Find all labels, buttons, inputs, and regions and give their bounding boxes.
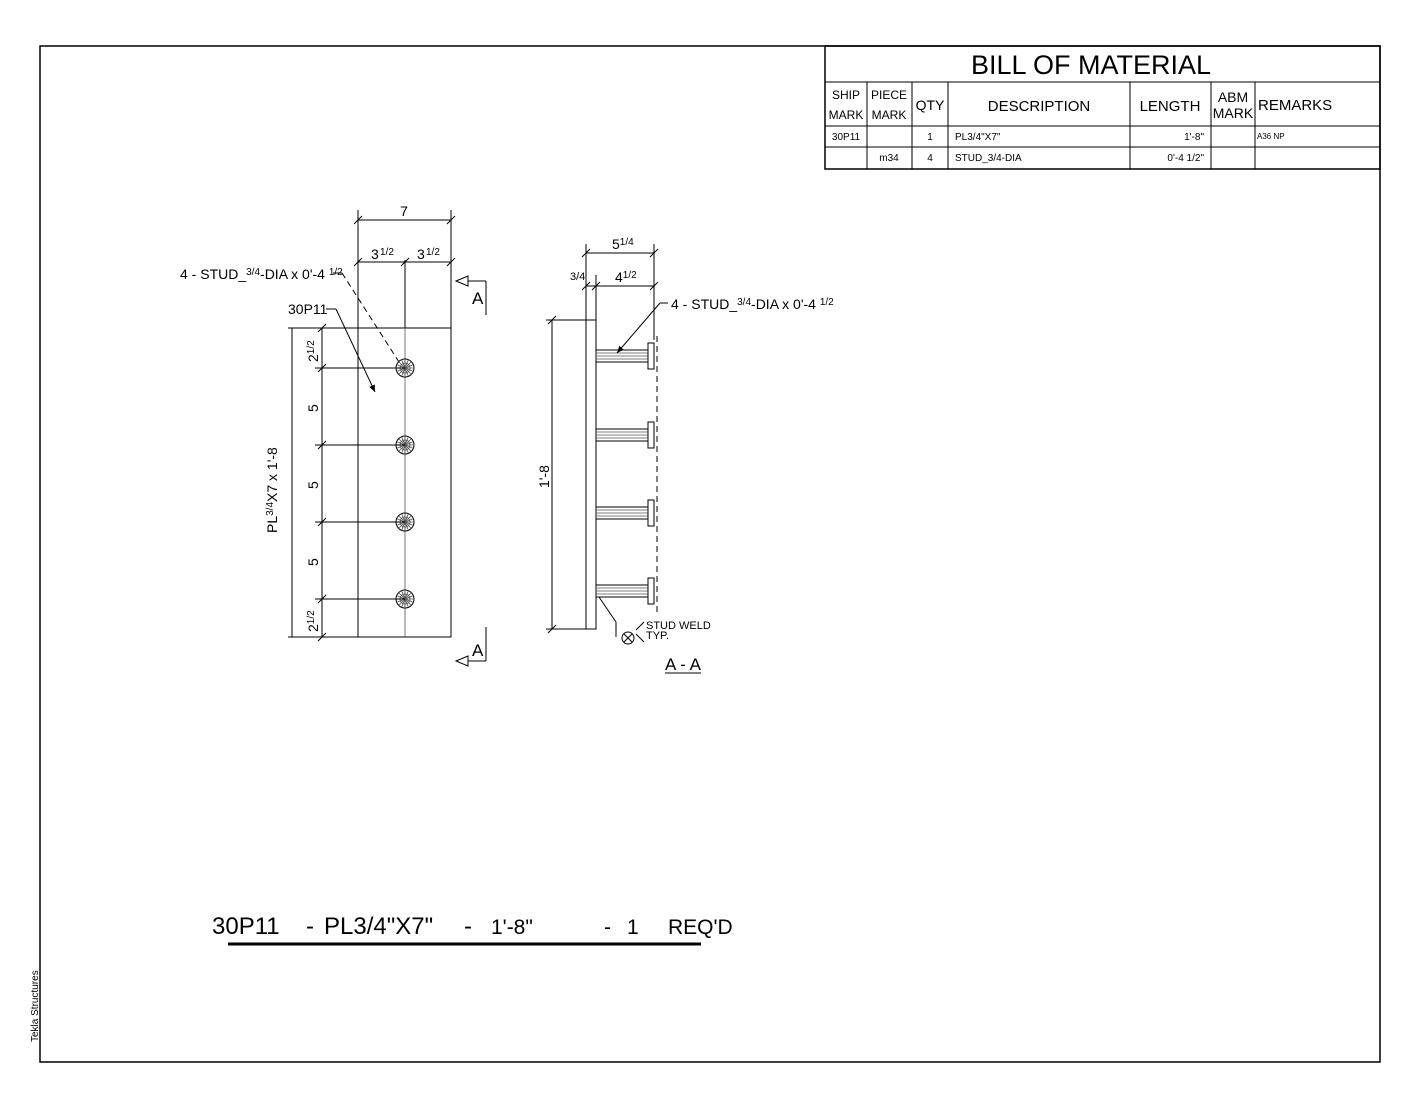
dim-half-right: 3 bbox=[417, 246, 425, 262]
svg-text:A: A bbox=[472, 289, 484, 308]
dim-overall-width: 7 bbox=[400, 203, 408, 219]
section-cut-marker-bottom: A bbox=[454, 627, 487, 667]
bom-row-1-qty: 1 bbox=[927, 132, 933, 143]
section-dim-plate: 3/4 bbox=[570, 271, 585, 283]
bill-of-material-table: BILL OF MATERIAL SHIP MARK PIECE MARK QT… bbox=[824, 45, 1381, 170]
bom-row-1-length: 1'-8" bbox=[1184, 132, 1204, 143]
bom-header-qty: QTY bbox=[916, 97, 945, 113]
bom-row-1-description: PL3/4"X7" bbox=[955, 132, 1001, 143]
weld-note-line-1: STUD WELD bbox=[646, 620, 711, 632]
bom-header-remarks: REMARKS bbox=[1258, 97, 1332, 114]
bom-row-1-ship-mark: 30P11 bbox=[832, 132, 861, 143]
title-mark: 30P11 bbox=[212, 913, 280, 940]
stud-side-1 bbox=[595, 342, 655, 370]
plan-part-mark: 30P11 bbox=[288, 301, 328, 317]
stud-side-2 bbox=[595, 421, 655, 449]
section-dim-total: 51/4 bbox=[612, 236, 634, 252]
bom-row-2-piece-mark: m34 bbox=[879, 153, 899, 164]
plate-outline bbox=[357, 327, 452, 638]
title-sep-3: - bbox=[604, 916, 611, 939]
vdim-top-edge: 21/2 bbox=[305, 340, 321, 362]
svg-text:A: A bbox=[472, 641, 484, 660]
dim-half-right-frac: 1/2 bbox=[426, 247, 440, 258]
section-title: A - A bbox=[665, 655, 702, 674]
bom-header-ship-mark: MARK bbox=[829, 108, 864, 122]
bom-header-piece-mark: MARK bbox=[872, 108, 907, 122]
vdim-spacing-1: 5 bbox=[305, 404, 321, 412]
section-plate bbox=[585, 319, 597, 630]
title-profile: PL3/4"X7" bbox=[324, 913, 433, 940]
section-cut-marker-top: A bbox=[454, 275, 487, 315]
vdim-spacing-2: 5 bbox=[305, 481, 321, 489]
section-dim-stud: 41/2 bbox=[615, 269, 637, 285]
title-sep-1: - bbox=[306, 913, 314, 940]
vdim-bottom-edge: 21/2 bbox=[305, 610, 321, 632]
bom-header-ship: SHIP bbox=[832, 88, 860, 102]
vdim-spacing-3: 5 bbox=[305, 558, 321, 566]
stud-side-4 bbox=[595, 577, 655, 605]
bom-row-2-description: STUD_3/4-DIA bbox=[955, 153, 1022, 164]
bom-row-1-remarks: A36 NP bbox=[1257, 132, 1285, 141]
plate-size-label: PL3/4X7 x 1'-8 bbox=[264, 447, 280, 533]
bom-row-2-qty: 4 bbox=[927, 153, 933, 164]
bom-header-abm-mark: MARK bbox=[1213, 105, 1254, 121]
bom-header-piece: PIECE bbox=[871, 88, 907, 102]
sheet-border bbox=[39, 45, 1381, 1063]
bom-header-length: LENGTH bbox=[1140, 98, 1201, 115]
bom-row-2-length: 0'-4 1/2" bbox=[1167, 153, 1204, 164]
section-view: 51/4 3/4 41/2 4 - STUD_3/4-DIA x 0'-4 1/… bbox=[536, 236, 834, 674]
dim-half-left: 3 bbox=[371, 246, 379, 262]
title-req: REQ'D bbox=[668, 916, 733, 939]
weld-note-line-2: TYP. bbox=[646, 630, 669, 642]
section-height-dim: 1'-8 bbox=[536, 465, 552, 488]
stud-side-3 bbox=[595, 499, 655, 527]
title-qty: 1 bbox=[627, 916, 639, 939]
plan-view: 7 3 1/2 3 1/2 21/2 5 5 5 bbox=[180, 203, 487, 667]
watermark-text: Tekla Structures bbox=[30, 970, 41, 1042]
bom-title: BILL OF MATERIAL bbox=[971, 50, 1211, 80]
section-stud-callout: 4 - STUD_3/4-DIA x 0'-4 1/2 bbox=[671, 296, 834, 312]
bom-header-abm: ABM bbox=[1218, 89, 1248, 105]
title-length: 1'-8" bbox=[491, 916, 533, 939]
plan-stud-callout: 4 - STUD_3/4-DIA x 0'-4 1/2 bbox=[180, 266, 343, 282]
dim-half-left-frac: 1/2 bbox=[380, 247, 394, 258]
title-sep-2: - bbox=[464, 913, 472, 940]
bom-header-description: DESCRIPTION bbox=[988, 98, 1091, 115]
part-title-line: 30P11 - PL3/4"X7" - 1'-8" - 1 REQ'D bbox=[212, 913, 733, 946]
stud-weld-symbol bbox=[598, 596, 645, 645]
